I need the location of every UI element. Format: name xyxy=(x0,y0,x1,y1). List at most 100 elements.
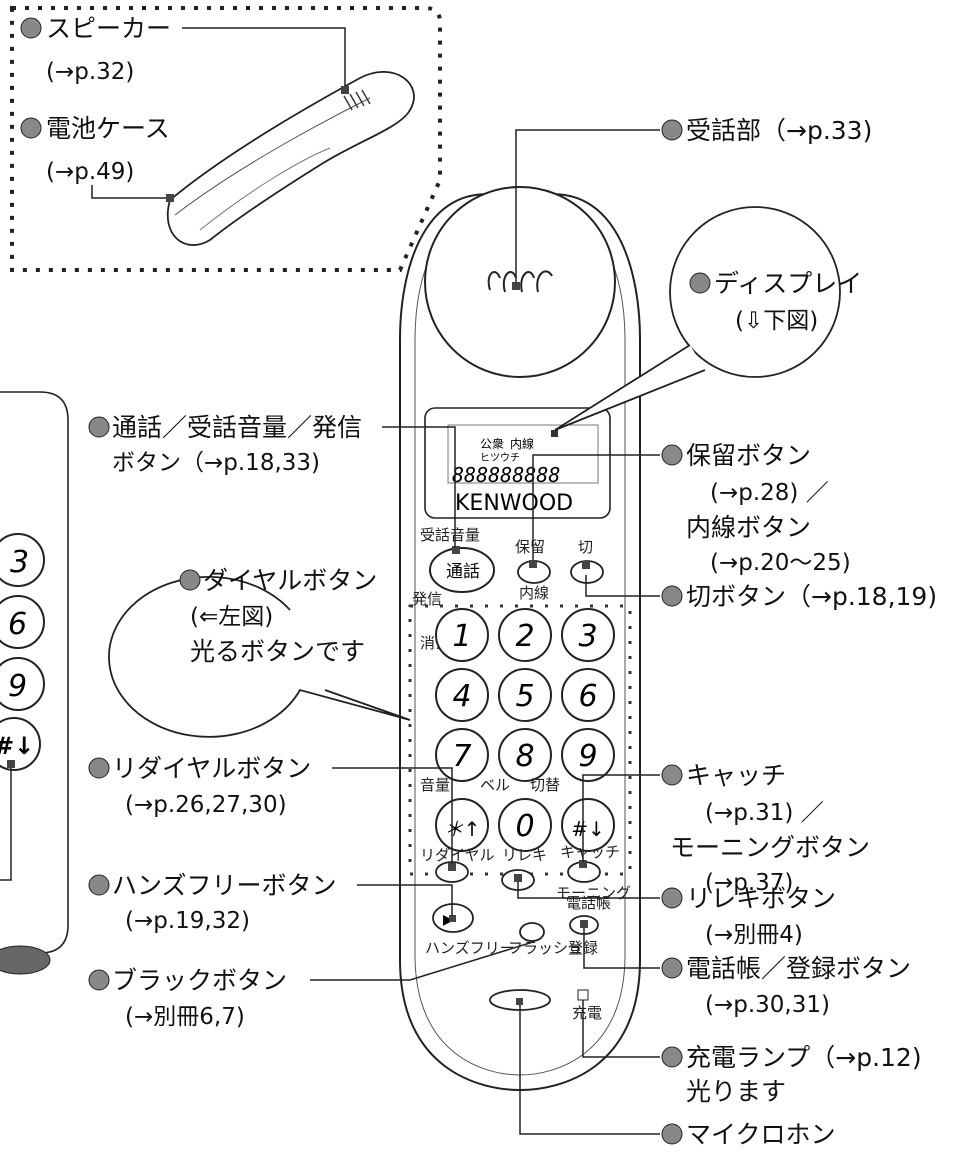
keypad-key-12[interactable]: #↓ xyxy=(561,798,615,852)
keypad-key-4[interactable]: 4 xyxy=(435,668,489,722)
redial-label: リダイヤル xyxy=(420,846,495,864)
callout-history: リレキボタン (→別冊4) xyxy=(517,882,836,948)
dial-callout-note: 光るボタンです xyxy=(190,637,365,666)
keypad-key-circle xyxy=(561,608,615,662)
handsfree-icon: ▶ xyxy=(443,912,454,928)
callout-display: ディスプレイ (⇩下図) xyxy=(554,206,862,431)
tone-label: 音量 xyxy=(420,776,450,794)
callout-battery: 電池ケース (→p.49) xyxy=(20,114,174,202)
callout-off: 切ボタン（→p.18,19) xyxy=(585,575,937,611)
keypad-key-circle xyxy=(498,668,552,722)
flash-callout-ref: (→別冊6,7) xyxy=(125,1004,245,1030)
keypad-key-label: 3 xyxy=(578,619,597,654)
rireki-button[interactable]: リレキ xyxy=(501,846,547,891)
register-label: 登録 xyxy=(568,939,598,957)
keypad-key-label: 7 xyxy=(452,739,471,774)
handsfree-callout-ref: (→p.19,32) xyxy=(125,908,250,934)
keypad-key-label: 6 xyxy=(578,679,597,714)
left-key-9: 9 xyxy=(0,657,45,711)
charge-callout-label: 充電ランプ（→p.12) xyxy=(686,1043,922,1072)
send-label: 発信 xyxy=(412,590,442,608)
handsfree-callout-label: ハンズフリーボタン xyxy=(112,871,337,900)
phone-body: 公衆 内線 ヒツウチ 888888888 KENWOOD 受話音量 通話 発信 … xyxy=(399,186,641,1092)
keypad-key-circle xyxy=(435,798,489,852)
handsfree-button[interactable]: ▶ ハンズフリー xyxy=(425,903,515,957)
callout-talk: 通話／受話音量／発信 ボタン（→p.18,33) xyxy=(88,413,456,548)
display-panel: 公衆 内線 ヒツウチ 888888888 KENWOOD xyxy=(424,407,611,519)
handset-body xyxy=(167,71,415,246)
keypad-key-1[interactable]: 1 xyxy=(435,608,489,662)
speaker-grille-icon xyxy=(343,89,371,111)
callout-earpiece: 受話部（→p.33) xyxy=(515,116,872,282)
display-icon-private: ヒツウチ xyxy=(480,452,520,464)
off-button[interactable]: 切 xyxy=(570,538,604,584)
keypad-key-circle xyxy=(435,668,489,722)
rireki-label: リレキ xyxy=(502,846,547,864)
morning-callout-ref: (→p.37) xyxy=(705,870,793,896)
keypad-key-circle xyxy=(498,728,552,782)
history-callout-label: リレキボタン xyxy=(686,884,836,913)
battery-label: 電池ケース xyxy=(46,114,170,143)
keypad-key-8[interactable]: 8 xyxy=(498,728,552,782)
extension-callout-label: 内線ボタン xyxy=(686,513,811,542)
speaker-ref: (→p.32) xyxy=(46,59,134,85)
hold-button[interactable]: 保留 内線 xyxy=(515,538,551,602)
keypad-highlight xyxy=(408,604,632,876)
keypad-key-label: 2 xyxy=(515,619,534,654)
history-callout-ref: (→別冊4) xyxy=(705,922,803,948)
callout-catch: キャッチ (→p.31) ／ モーニングボタン (→p.37) xyxy=(582,761,870,896)
redial-callout-label: リダイヤルボタン xyxy=(112,754,311,783)
keypad-key-5[interactable]: 5 xyxy=(498,668,552,722)
mic-callout-label: マイクロホン xyxy=(686,1120,836,1149)
keypad-key-6[interactable]: 6 xyxy=(561,668,615,722)
callout-phonebook: 電話帳／登録ボタン (→p.30,31) xyxy=(583,928,911,1018)
catch-label: キャッチ xyxy=(560,843,620,861)
catch-callout-label: キャッチ xyxy=(686,761,786,790)
callout-mic: マイクロホン xyxy=(519,1005,836,1149)
callout-redial: リダイヤルボタン (→p.26,27,30) xyxy=(88,754,453,864)
left-key-3: 3 xyxy=(0,533,45,587)
battery-ref: (→p.49) xyxy=(46,159,134,185)
keypad-key-2[interactable]: 2 xyxy=(498,608,552,662)
keypad-key-10[interactable]: ＊↑ xyxy=(435,798,489,852)
extension-label: 内線 xyxy=(519,584,549,602)
keypad-key-label: 1 xyxy=(452,619,471,654)
keypad-key-circle xyxy=(435,608,489,662)
keypad-key-circle xyxy=(498,608,552,662)
dial-callout-label: ダイヤルボタン xyxy=(203,566,377,595)
talk-button[interactable]: 受話音量 通話 発信 xyxy=(412,526,495,608)
talk-btn-label: 通話 xyxy=(446,562,480,582)
callout-handsfree: ハンズフリーボタン (→p.19,32) xyxy=(88,871,453,934)
brand-logo: KENWOOD xyxy=(455,491,573,516)
phonebook-callout-label: 電話帳／登録ボタン xyxy=(686,954,911,983)
callout-charge: 充電ランプ（→p.12) 光ります xyxy=(582,1000,922,1106)
keypad-key-3[interactable]: 3 xyxy=(561,608,615,662)
display-icon-extension: 内線 xyxy=(510,436,534,451)
display-icon-public: 公衆 xyxy=(480,437,504,451)
mute-label: 切替 xyxy=(530,776,560,794)
keypad-key-7[interactable]: 7 xyxy=(435,728,489,782)
handset-inset: スピーカー (→p.32) 電池ケース (→p.49) xyxy=(10,6,442,272)
hold-top-label: 保留 xyxy=(515,538,545,556)
keypad-key-9[interactable]: 9 xyxy=(561,728,615,782)
display-ref: (⇩下図) xyxy=(735,308,818,334)
keypad-key-11[interactable]: 0 xyxy=(498,798,552,852)
hold-callout-ref: (→p.28) ／ xyxy=(710,480,829,506)
handsfree-label: ハンズフリー xyxy=(425,939,515,957)
callout-flash: ブラックボタン (→別冊6,7) xyxy=(88,941,534,1030)
charge-callout-note: 光ります xyxy=(686,1077,786,1106)
redial-callout-ref: (→p.26,27,30) xyxy=(125,792,287,818)
phonebook-label: 電話帳 xyxy=(566,894,611,912)
keypad-key-circle xyxy=(561,798,615,852)
hold-callout-label: 保留ボタン xyxy=(686,441,811,470)
left-key-3-label: 3 xyxy=(10,545,29,580)
left-keypad-panel: 3 6 9 #↓ xyxy=(0,391,69,975)
keypad-key-circle xyxy=(561,668,615,722)
charge-label: 充電 xyxy=(572,1004,602,1022)
display-digits: 888888888 xyxy=(452,463,560,487)
keypad-key-circle xyxy=(498,798,552,852)
earpiece-label: 受話部（→p.33) xyxy=(686,116,872,145)
callout-speaker: スピーカー (→p.32) xyxy=(20,14,349,94)
keypad-key-circle xyxy=(561,728,615,782)
